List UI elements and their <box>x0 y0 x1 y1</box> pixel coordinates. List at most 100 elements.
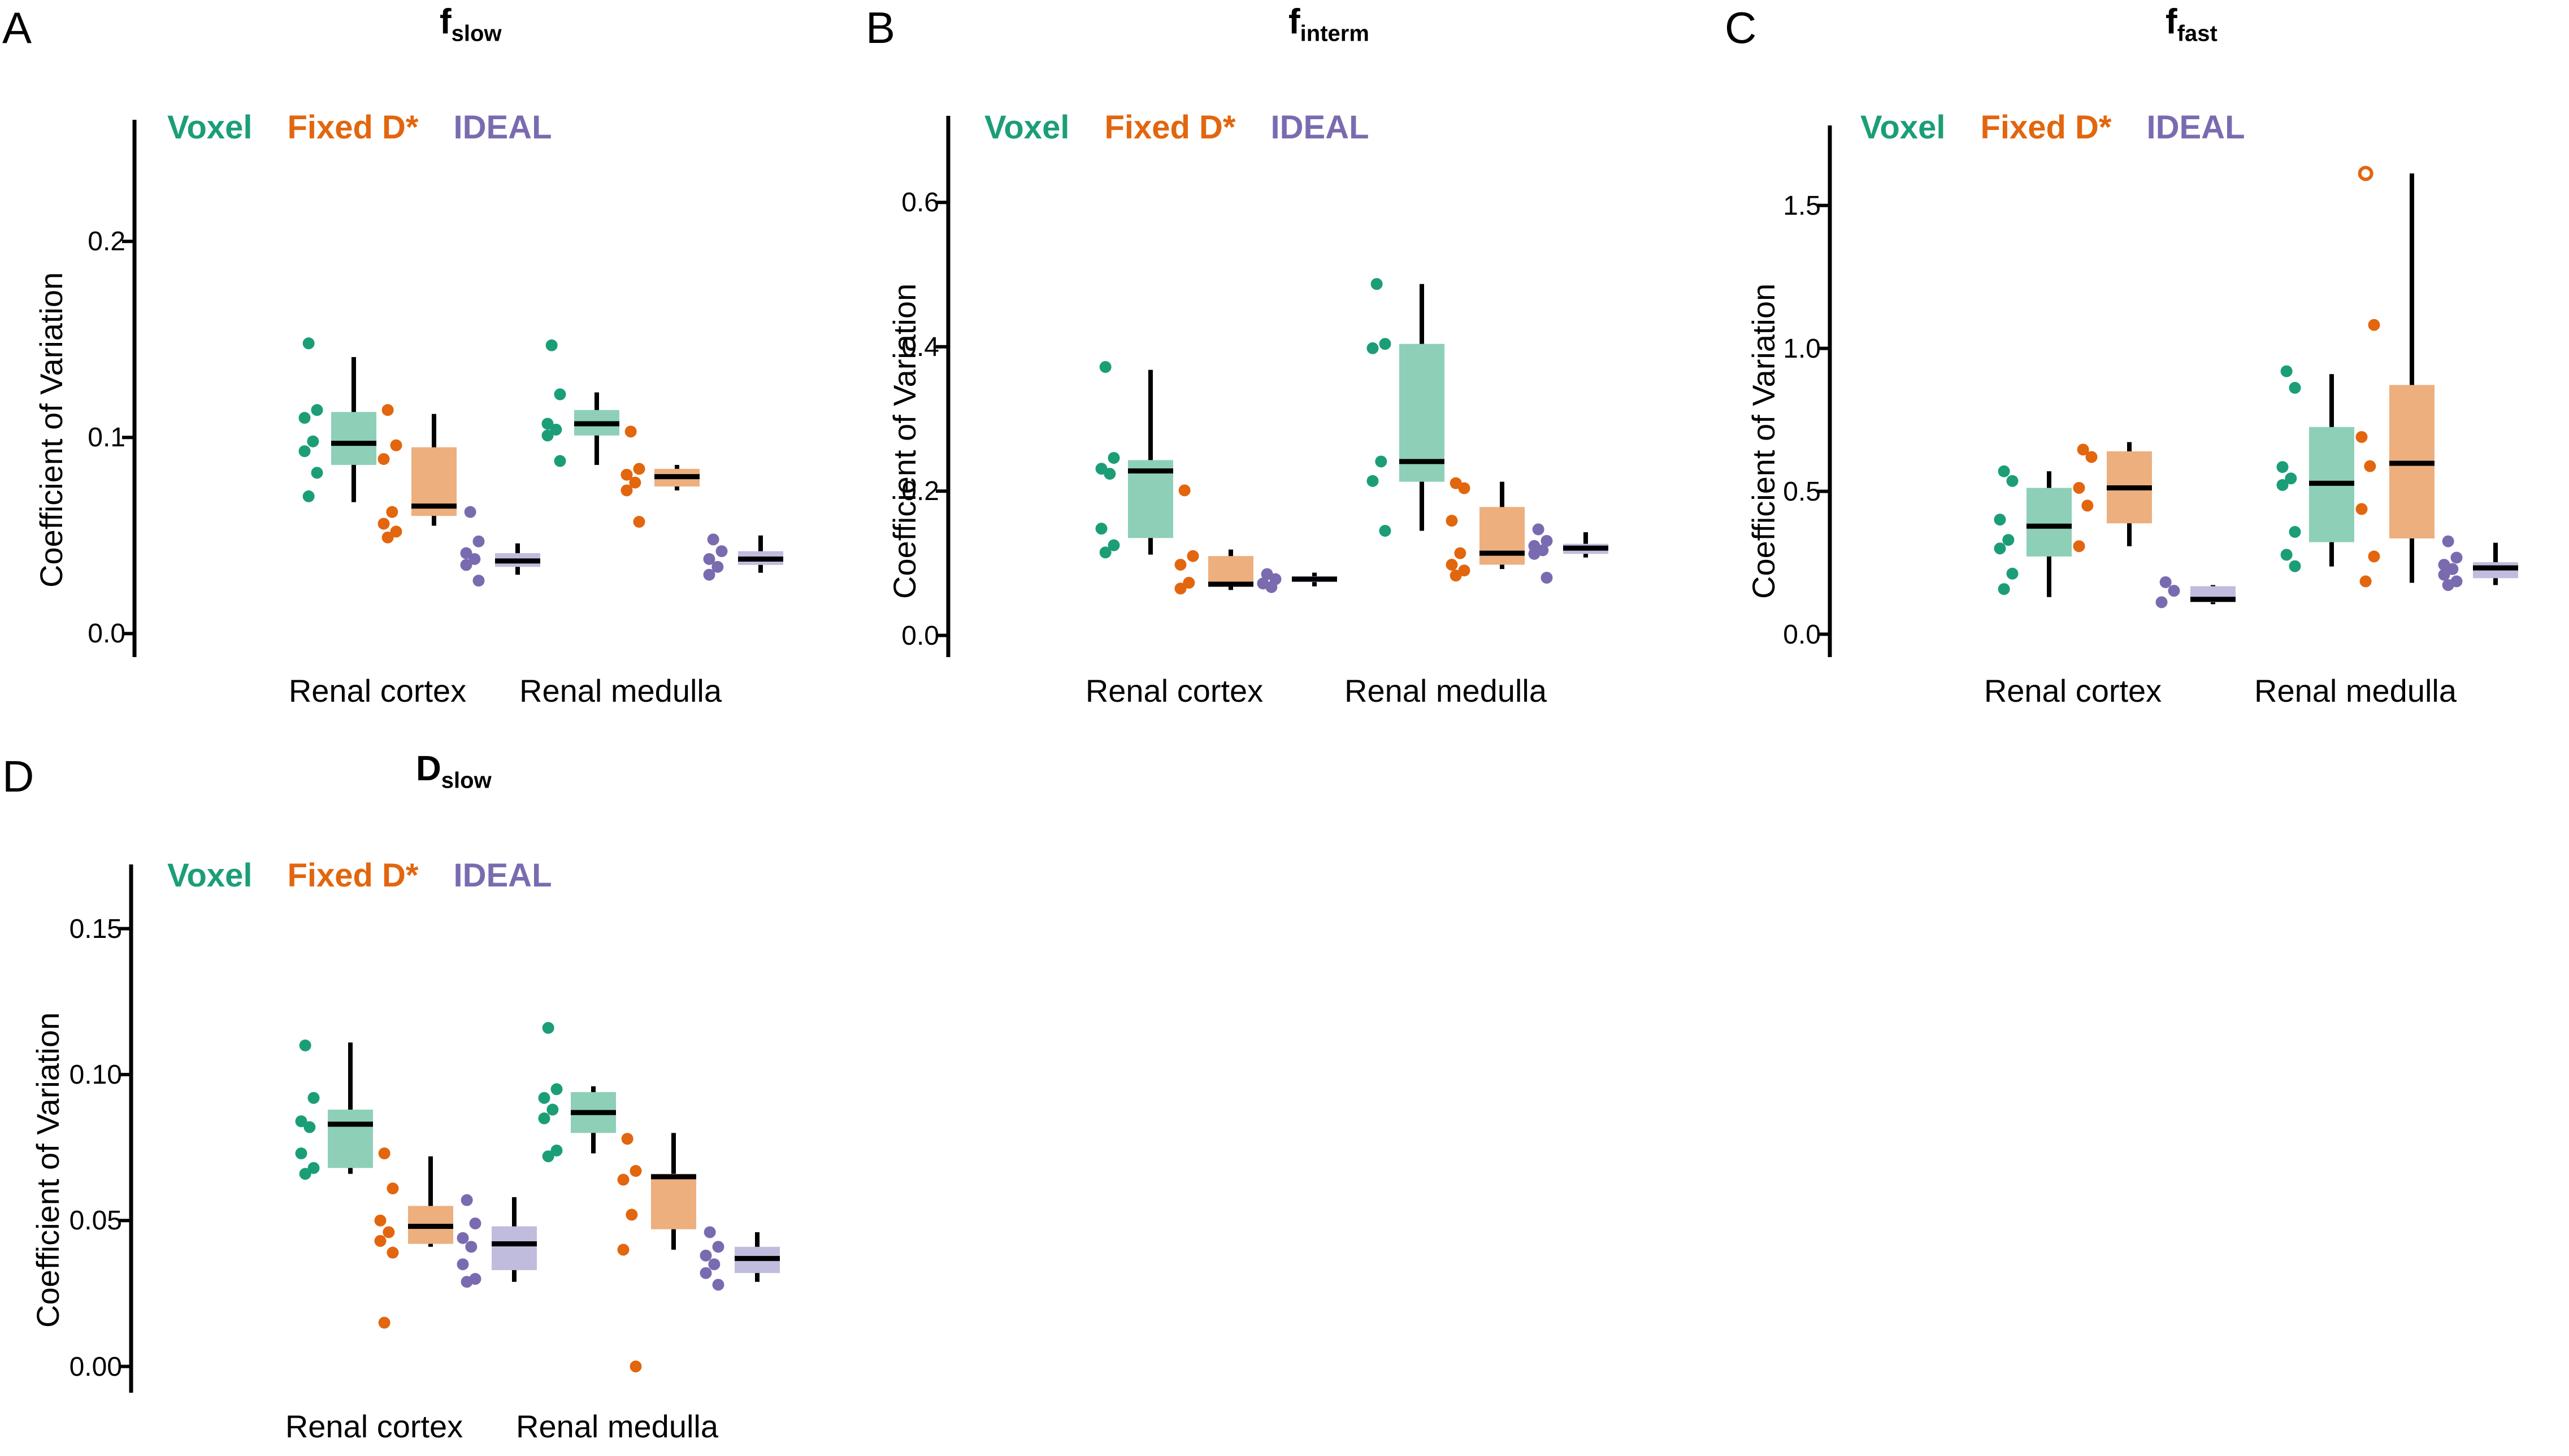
boxplot-group <box>1446 477 1525 582</box>
box-iqr <box>1208 556 1253 586</box>
boxplot-group <box>2355 166 2435 588</box>
data-point <box>1994 514 2006 526</box>
data-point <box>2006 475 2019 487</box>
panel-title-main: D <box>416 749 441 788</box>
y-tick-label: 0.6 <box>901 188 939 218</box>
data-point <box>1366 475 1379 487</box>
data-point <box>2289 560 2301 572</box>
data-point <box>387 1182 399 1194</box>
data-point <box>303 1121 316 1133</box>
boxplot-group <box>460 506 540 587</box>
data-point <box>700 1267 712 1279</box>
y-tick-label: 0.0 <box>1783 619 1821 650</box>
data-point <box>2159 576 2172 588</box>
data-point <box>1528 547 1540 560</box>
data-point <box>377 518 390 530</box>
data-point <box>703 553 715 565</box>
boxplot-group <box>374 1147 453 1329</box>
panel-title: Dslow <box>416 751 492 792</box>
data-point <box>457 1258 469 1271</box>
panel-letter: A <box>2 3 32 53</box>
legend-item-voxel: Voxel <box>1860 109 1946 146</box>
data-point <box>1099 361 1112 373</box>
data-point <box>295 1147 307 1159</box>
data-point <box>1454 547 1466 559</box>
data-point <box>1994 542 2006 555</box>
panel-title-subscript: slow <box>441 768 492 793</box>
box-iqr <box>328 1109 373 1168</box>
data-point <box>2085 451 2098 463</box>
panel-letter: D <box>2 751 34 801</box>
y-tick-label: 1.5 <box>1783 190 1821 221</box>
data-point <box>2442 579 2454 592</box>
boxplot-group <box>2276 365 2354 572</box>
boxplot-group <box>2155 576 2236 609</box>
data-point <box>2168 585 2180 597</box>
legend-item-ideal: IDEAL <box>1270 109 1369 146</box>
legend-item-voxel: Voxel <box>167 109 253 146</box>
boxplot-group <box>377 404 457 544</box>
data-point <box>386 506 398 518</box>
x-group-label: Renal cortex <box>285 1409 463 1444</box>
y-tick-label: 0.1 <box>88 423 125 453</box>
data-point <box>704 1226 716 1238</box>
data-point <box>1446 515 1458 527</box>
boxplot-group <box>538 1022 616 1163</box>
data-point <box>550 1144 563 1157</box>
boxplot-group <box>700 1226 780 1291</box>
data-point <box>2368 550 2380 563</box>
data-point <box>390 525 402 538</box>
data-point <box>311 404 323 416</box>
data-point <box>2450 551 2463 564</box>
data-point <box>1370 278 1383 290</box>
x-group-label: Renal medulla <box>519 673 722 709</box>
legend-item-voxel: Voxel <box>167 857 253 894</box>
data-point <box>1379 524 1391 537</box>
data-point <box>1450 570 1462 582</box>
data-point <box>1446 559 1458 571</box>
data-point <box>1540 534 1553 547</box>
boxplot-group <box>2073 442 2152 553</box>
data-point <box>1375 455 1387 468</box>
x-group-label: Renal cortex <box>1085 673 1264 709</box>
legend-item-ideal: IDEAL <box>2146 109 2245 146</box>
data-point <box>461 1194 473 1206</box>
legend-item-fixed-d: Fixed D* <box>287 109 419 146</box>
data-point <box>390 439 402 451</box>
boxplot-group <box>1257 568 1337 593</box>
x-group-label: Renal cortex <box>288 673 467 709</box>
y-tick-label: 0.4 <box>901 332 939 362</box>
data-point <box>2359 575 2372 588</box>
data-point <box>387 1246 399 1259</box>
data-point <box>464 506 476 518</box>
data-point <box>1099 546 1112 559</box>
box-iqr <box>1479 507 1525 565</box>
y-tick-label: 0.2 <box>901 476 939 507</box>
boxplot-group <box>2438 535 2518 592</box>
data-point <box>383 1226 395 1238</box>
x-group-label: Renal medulla <box>1344 673 1547 709</box>
data-point <box>2442 535 2454 547</box>
legend-item-fixed-d: Fixed D* <box>1980 109 2112 146</box>
boxplot-group <box>1095 361 1173 559</box>
legend: Voxel Fixed D* IDEAL <box>1860 108 2245 146</box>
y-tick-label: 0.05 <box>69 1206 122 1236</box>
panel-title-subscript: fast <box>2177 21 2218 46</box>
data-point <box>1095 523 1108 535</box>
data-point <box>617 1174 630 1186</box>
boxplot-group <box>298 337 376 502</box>
y-tick-label: 0.2 <box>88 227 125 257</box>
plot-area <box>122 120 783 657</box>
data-point <box>457 1232 469 1244</box>
data-point <box>2355 503 2368 515</box>
data-point <box>1532 523 1544 536</box>
data-point <box>1174 559 1187 571</box>
data-point <box>2276 479 2289 491</box>
legend-item-fixed-d: Fixed D* <box>1104 109 1236 146</box>
boxplot-group <box>620 425 700 528</box>
